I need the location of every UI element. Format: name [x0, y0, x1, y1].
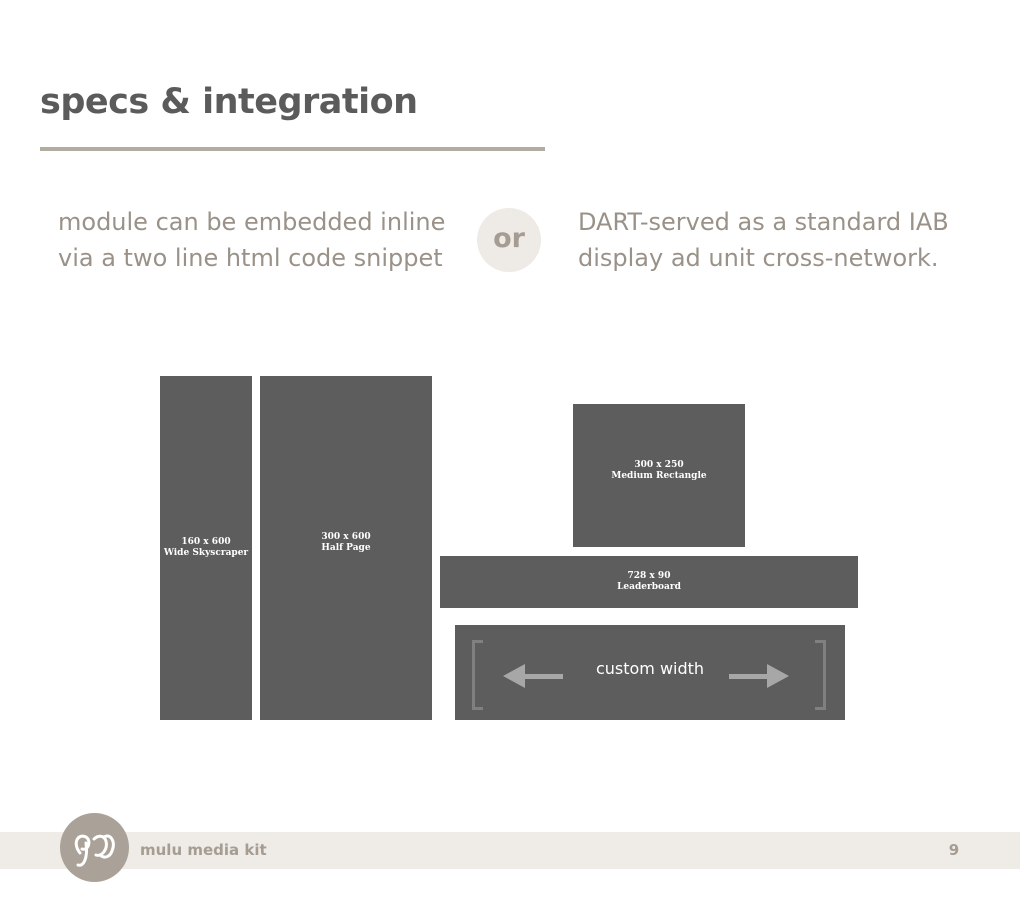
- ad-unit-name: Medium Rectangle: [611, 470, 707, 481]
- or-badge: or: [477, 208, 541, 272]
- inline-embed-line-2: via a two line html code snippet: [58, 244, 443, 272]
- footer-bar: [0, 832, 1020, 869]
- custom-width-label: custom width: [595, 659, 705, 678]
- ad-unit-half-page: 300 x 600 Half Page: [260, 376, 432, 720]
- ad-unit-name: Leaderboard: [617, 582, 681, 592]
- page-number: 9: [948, 841, 960, 859]
- left-bracket-icon: [472, 640, 483, 710]
- inline-embed-line-1: module can be embedded inline: [58, 208, 446, 236]
- title-divider: [40, 147, 545, 151]
- ad-unit-size: 300 x 600: [321, 532, 371, 542]
- inline-embed-description: module can be embedded inline via a two …: [58, 204, 478, 276]
- mulu-logo-icon: [60, 813, 129, 882]
- ad-unit-name: Half Page: [321, 543, 371, 553]
- ad-unit-name: Wide Skyscraper: [163, 548, 249, 558]
- page-title: specs & integration: [40, 82, 418, 122]
- ad-unit-medium-rectangle: 300 x 250 Medium Rectangle: [573, 404, 745, 547]
- right-bracket-icon: [815, 640, 826, 710]
- ad-unit-custom-width: custom width: [455, 625, 845, 720]
- arrow-right-icon: [729, 664, 789, 688]
- ad-unit-leaderboard: 728 x 90 Leaderboard: [440, 556, 858, 608]
- arrow-left-icon: [503, 664, 563, 688]
- ad-unit-size: 160 x 600: [181, 537, 231, 547]
- ad-unit-size: 728 x 90: [627, 571, 671, 581]
- dart-served-line-1: DART-served as a standard IAB: [578, 208, 949, 236]
- dart-served-description: DART-served as a standard IAB display ad…: [578, 204, 998, 276]
- ad-unit-size: 300 x 250: [634, 459, 684, 470]
- ad-unit-wide-skyscraper: 160 x 600 Wide Skyscraper: [160, 376, 252, 720]
- footer-brand: mulu media kit: [140, 841, 267, 859]
- dart-served-line-2: display ad unit cross-network.: [578, 244, 939, 272]
